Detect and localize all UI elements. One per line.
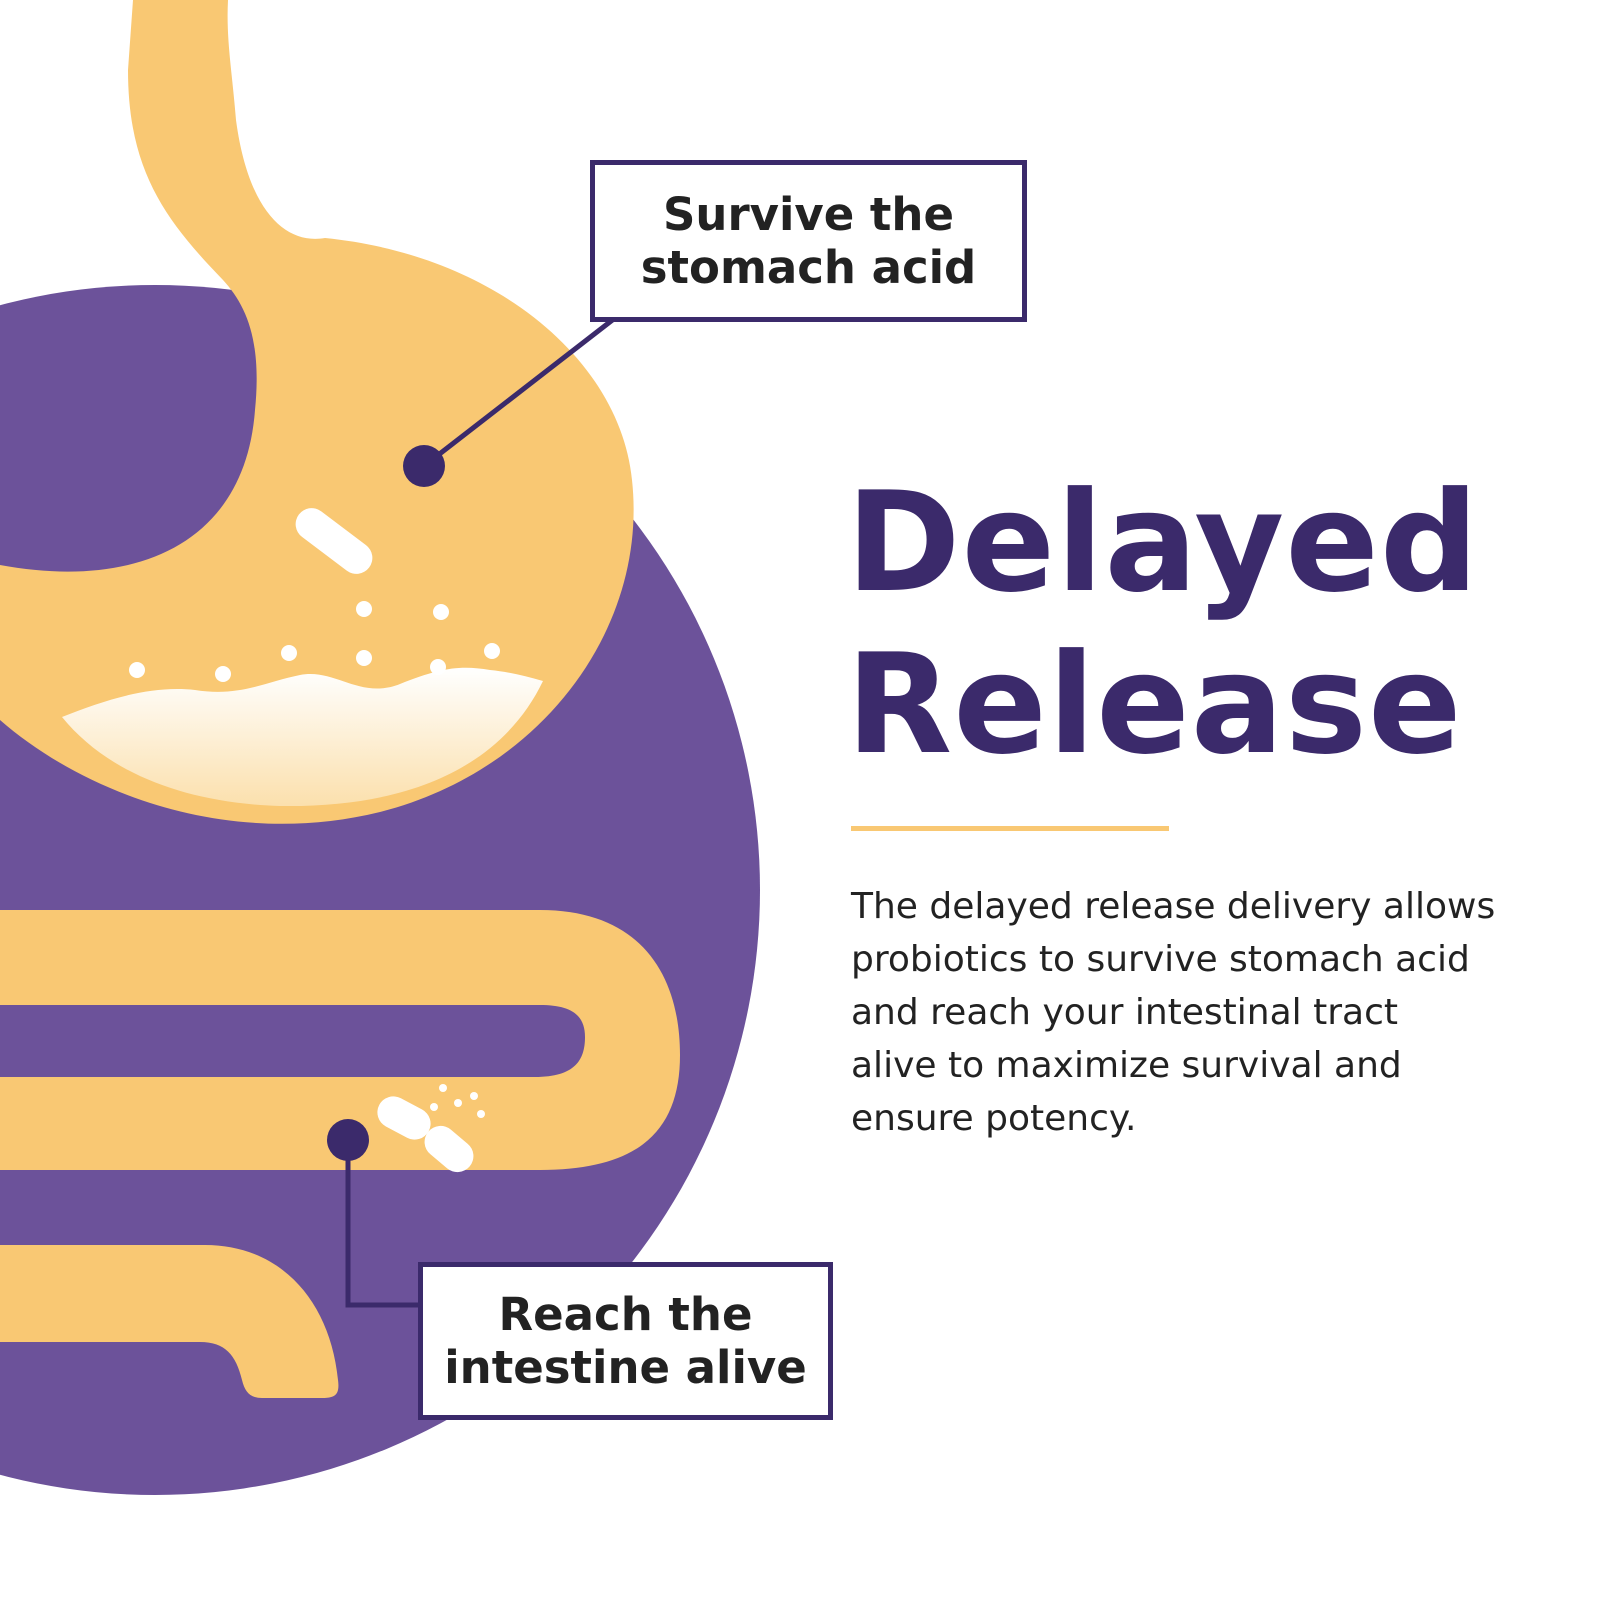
description-line5: ensure potency. xyxy=(851,1098,1137,1139)
intestine-connector xyxy=(327,1119,420,1308)
stomach-acid xyxy=(62,667,543,807)
title-line2: Release xyxy=(846,624,1463,785)
open-capsule-icon xyxy=(377,1084,485,1173)
intestine-callout-line1: Reach the xyxy=(498,1288,753,1341)
intestine-pointer-dot xyxy=(327,1119,369,1161)
stomach-pointer-dot xyxy=(403,445,445,487)
stomach-callout: Survive the stomach acid xyxy=(590,160,1027,322)
intestine-lower xyxy=(0,1245,339,1398)
intestine-loop xyxy=(0,910,680,1170)
title-line1: Delayed xyxy=(846,462,1480,623)
title-underline xyxy=(851,826,1169,831)
description-text: The delayed release delivery allows prob… xyxy=(851,880,1551,1145)
capsule-icon xyxy=(295,508,373,574)
stomach-callout-line1: Survive the xyxy=(663,188,954,241)
esophagus-icon xyxy=(0,0,634,824)
intestine-callout-line2: intestine alive xyxy=(444,1341,807,1394)
stomach-connector xyxy=(403,316,617,487)
description-line3: and reach your intestinal tract xyxy=(851,992,1398,1033)
stomach-icon xyxy=(0,0,634,824)
bubbles xyxy=(129,601,500,682)
stomach-callout-line2: stomach acid xyxy=(640,241,977,294)
description-line2: probiotics to survive stomach acid xyxy=(851,939,1470,980)
intestine-icon xyxy=(0,910,680,1398)
intestine-callout: Reach the intestine alive xyxy=(418,1262,833,1420)
page-title: Delayed Release xyxy=(846,462,1480,786)
description-line1: The delayed release delivery allows xyxy=(851,886,1496,927)
description-line4: alive to maximize survival and xyxy=(851,1045,1402,1086)
